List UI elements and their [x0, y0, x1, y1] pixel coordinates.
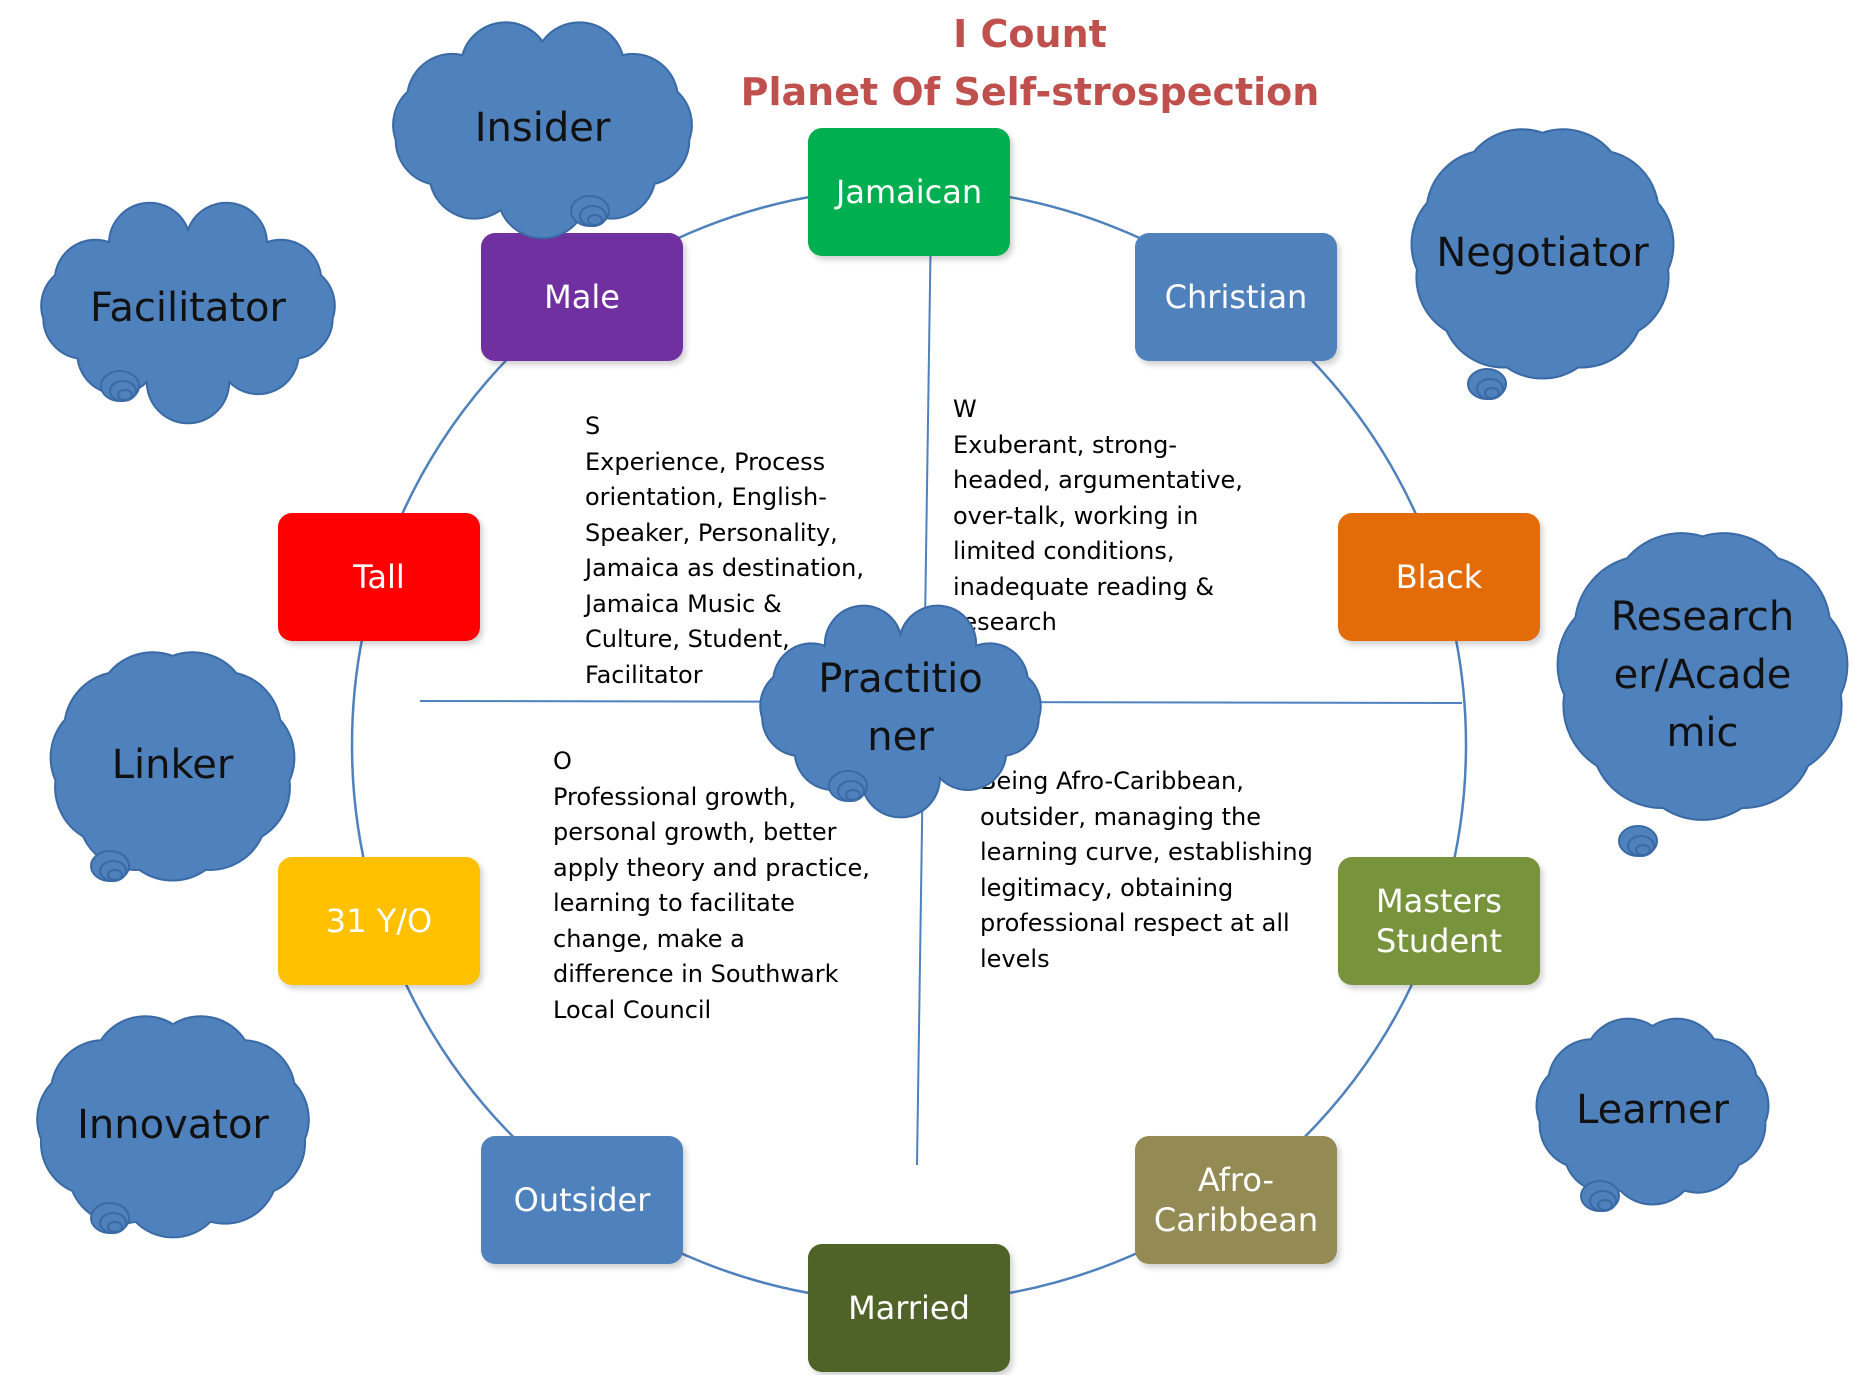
- cloud-facilitator: Facilitator: [18, 201, 358, 425]
- cloud-tail-bubble: [107, 1221, 123, 1233]
- cloud-innovator: Innovator: [18, 1005, 328, 1245]
- cloud-body: [392, 21, 693, 240]
- cloud-body: [49, 651, 296, 882]
- node-tall: Tall: [278, 513, 480, 641]
- cloud-body: [40, 201, 336, 425]
- cloud-research: Research er/Acade mic: [1540, 510, 1865, 857]
- node-label: Outsider: [513, 1181, 651, 1219]
- node-black: Black: [1338, 513, 1540, 641]
- cloud-shape: [1410, 128, 1675, 400]
- cloud-shape: [40, 201, 336, 425]
- cloud-body: [759, 604, 1042, 819]
- cloud-tail-bubble: [1597, 1199, 1613, 1211]
- weaknesses-text: W Exuberant, strong- headed, argumentati…: [953, 395, 1243, 636]
- node-christian: Christian: [1135, 233, 1337, 361]
- cloud-body: [1535, 1017, 1770, 1206]
- cloud-tail-bubble: [587, 214, 603, 226]
- cloud-label: Negotiator: [1436, 229, 1649, 276]
- cloud-label: Linker: [111, 742, 234, 788]
- node-jamaican: Jamaican: [808, 128, 1010, 256]
- cloud-body: [36, 1015, 310, 1239]
- cloud-shape: [36, 1015, 310, 1239]
- cloud-tail-bubble: [1484, 387, 1500, 399]
- node-label: Male: [544, 278, 620, 316]
- node-afro-caribbean: Afro- Caribbean: [1135, 1136, 1337, 1264]
- node-male: Male: [481, 233, 683, 361]
- cloud-shape: [49, 651, 296, 882]
- node-label: Tall: [353, 558, 405, 596]
- node-outsider: Outsider: [481, 1136, 683, 1264]
- node-label: 31 Y/O: [325, 902, 433, 940]
- node-label: Jamaican: [835, 173, 983, 211]
- node-31yo: 31 Y/O: [278, 857, 480, 985]
- node-label: Afro- Caribbean: [1153, 1161, 1319, 1239]
- cloud-shape: [1556, 532, 1849, 857]
- cloud-label: Innovator: [77, 1102, 269, 1148]
- cloud-tail-bubble: [1635, 844, 1651, 856]
- cloud-linker: Linker: [35, 635, 310, 895]
- cloud-body: [1410, 128, 1675, 380]
- cloud-body: [1556, 532, 1849, 821]
- cloud-tail-bubble: [107, 869, 123, 881]
- cloud-shape: [1535, 1017, 1770, 1212]
- cloud-tail-bubble: [845, 789, 861, 801]
- opportunities-text: O Professional growth, personal growth, …: [553, 747, 870, 1024]
- diagram-title: I Count: [953, 12, 1107, 56]
- cloud-label: Insider: [474, 104, 611, 151]
- cloud-label: Practitio ner: [818, 655, 983, 760]
- cloud-tail-bubble: [117, 389, 133, 401]
- cloud-insider: Insider: [370, 21, 715, 240]
- cloud-label: Research er/Acade mic: [1610, 594, 1795, 756]
- node-married: Married: [808, 1244, 1010, 1372]
- threats-text: Being Afro-Caribbean, outsider, managing…: [980, 767, 1313, 973]
- node-label: Black: [1395, 558, 1483, 596]
- cloud-practitioner: Practitio ner: [738, 604, 1063, 819]
- node-label: Christian: [1164, 278, 1308, 316]
- diagram-subtitle: Planet Of Self-strospection: [740, 70, 1320, 114]
- cloud-label: Facilitator: [90, 284, 286, 331]
- node-label: Masters Student: [1376, 882, 1502, 960]
- strengths-text: S Experience, Process orientation, Engli…: [585, 412, 865, 689]
- cloud-shape: [392, 21, 693, 240]
- cloud-label: Learner: [1576, 1087, 1729, 1133]
- cloud-negotiator: Negotiator: [1395, 110, 1690, 400]
- cloud-shape: [759, 604, 1042, 819]
- node-label: Married: [848, 1289, 970, 1327]
- node-masters-student: Masters Student: [1338, 857, 1540, 985]
- cloud-learner: Learner: [1520, 1010, 1785, 1212]
